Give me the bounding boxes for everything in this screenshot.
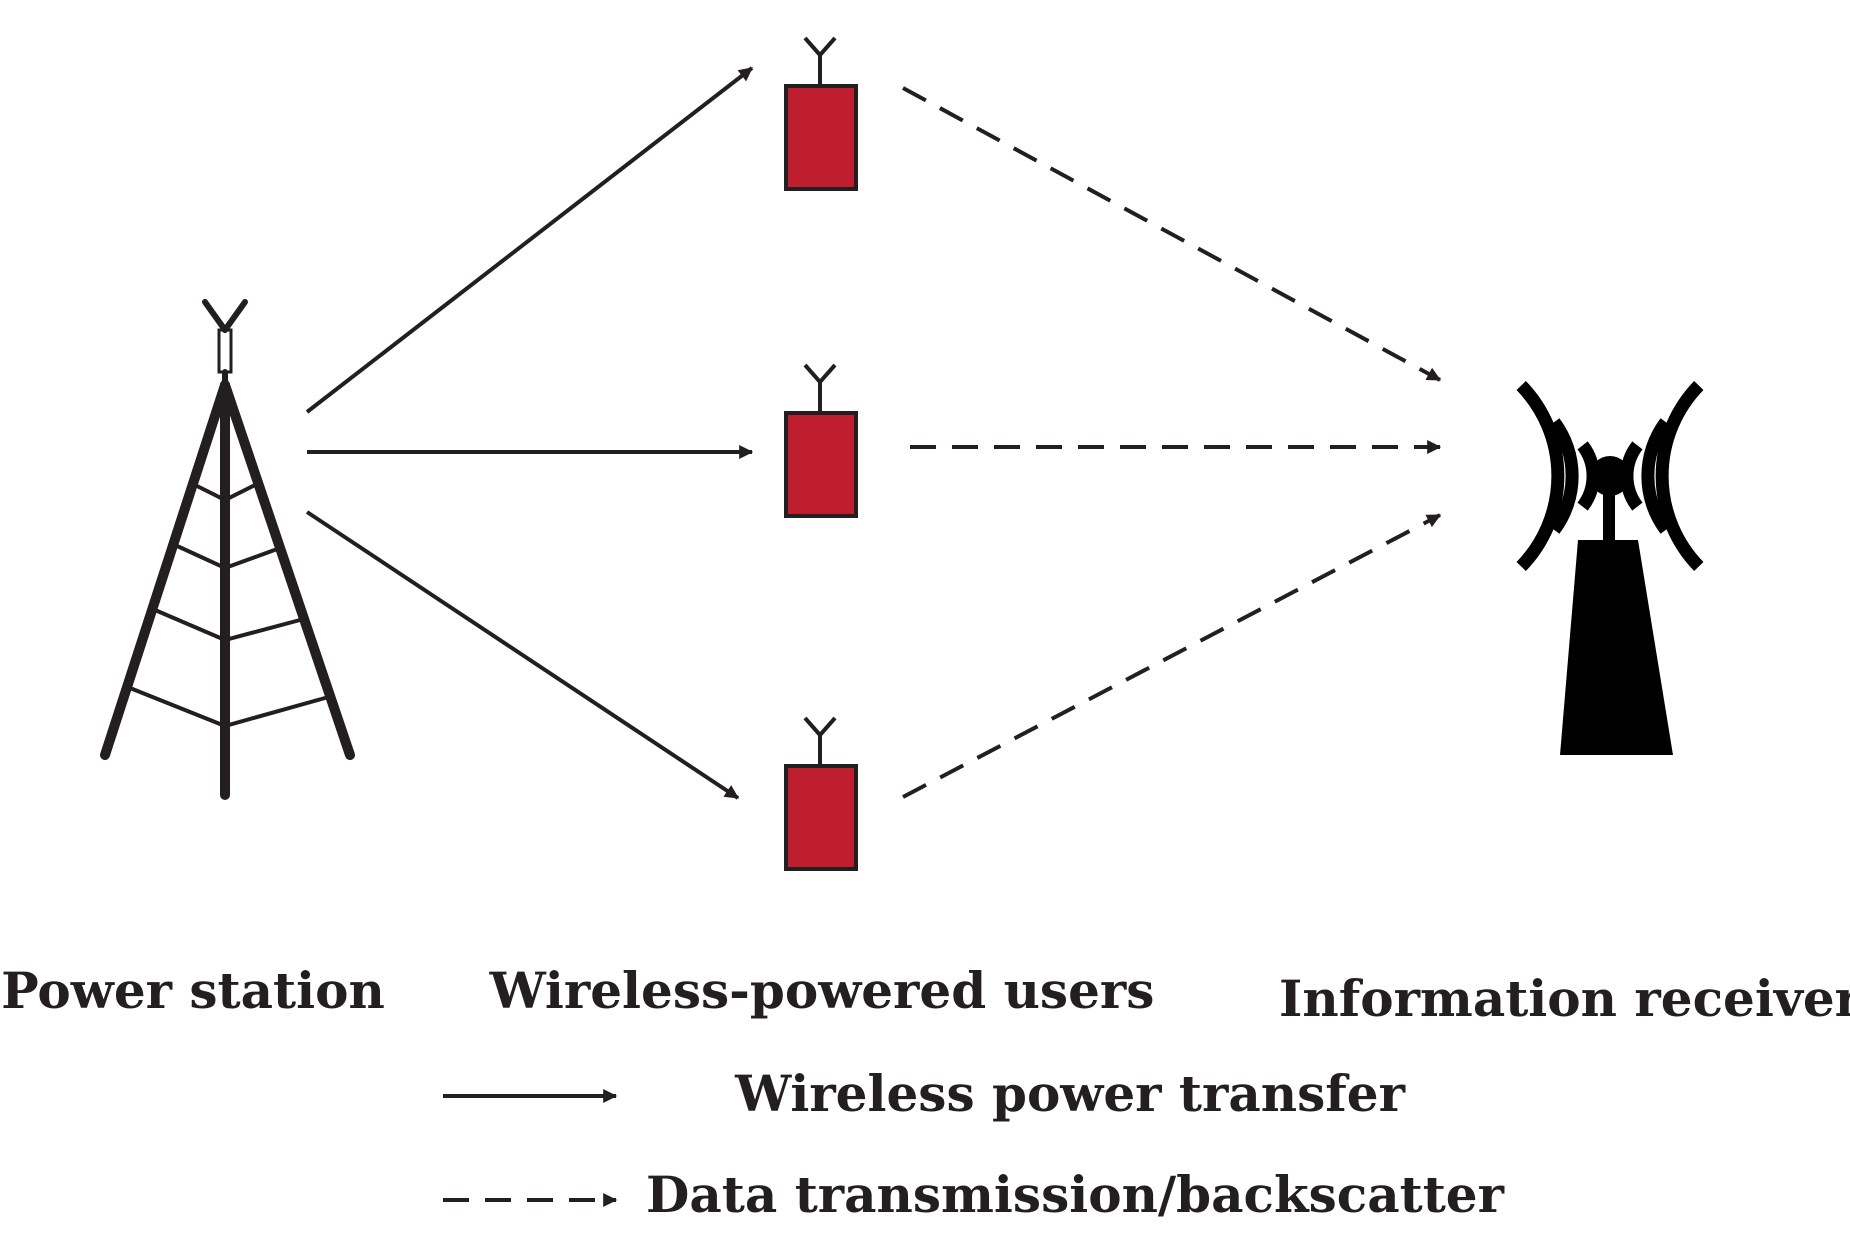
legend: Wireless power transfer Data transmissio…: [443, 1064, 1505, 1224]
tower-icon: [100, 299, 355, 800]
broadcast-antenna-icon: [1516, 380, 1704, 755]
power-arrow-top: [305, 66, 754, 414]
power-transfer-arrows: [305, 66, 754, 800]
data-arrow-bottom: [902, 513, 1442, 799]
user-device-top: [784, 36, 858, 191]
user-device-middle: [784, 363, 858, 518]
legend-data-label: Data transmission/backscatter: [646, 1165, 1505, 1224]
user-device-bottom: [784, 716, 858, 871]
power-station-label: Power station: [1, 961, 385, 1020]
data-transmission-arrows: [902, 86, 1442, 799]
legend-power-label: Wireless power transfer: [734, 1064, 1406, 1123]
data-arrow-top: [902, 86, 1442, 382]
receiver-label: Information receiver: [1279, 969, 1850, 1028]
power-arrow-bottom: [305, 510, 740, 800]
users-label: Wireless-powered users: [489, 961, 1155, 1020]
